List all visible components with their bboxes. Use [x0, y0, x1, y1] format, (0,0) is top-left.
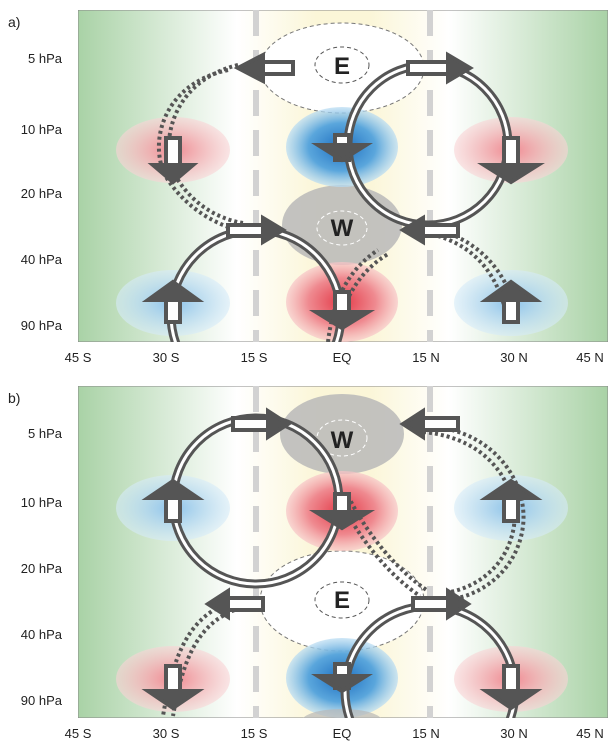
x-tick-15n-b: 15 N [412, 726, 440, 741]
y-label-90hpa: 90 hPa [20, 318, 62, 333]
x-tick-30s-b: 30 S [152, 726, 180, 741]
panel-a-lower-label: W [331, 215, 354, 242]
x-tick-45n-b: 45 N [576, 726, 604, 741]
y-label-90hpa-b: 90 hPa [20, 693, 62, 708]
x-tick-30n-b: 30 N [500, 726, 528, 741]
panel-a-diagram: E W [78, 10, 608, 342]
x-tick-45n: 45 N [576, 350, 604, 365]
panel-a-label: a) [8, 14, 21, 30]
x-tick-30n: 30 N [500, 350, 528, 365]
panel-b-upper-label: W [331, 427, 354, 454]
x-tick-eq: EQ [332, 350, 352, 365]
y-label-5hpa: 5 hPa [28, 51, 62, 66]
y-label-5hpa-b: 5 hPa [28, 426, 62, 441]
panel-a-upper-label: E [334, 53, 350, 80]
y-label-10hpa: 10 hPa [20, 122, 62, 137]
y-label-40hpa-b: 40 hPa [20, 627, 62, 642]
x-tick-30s: 30 S [152, 350, 180, 365]
y-label-20hpa-b: 20 hPa [20, 561, 62, 576]
panel-b-label: b) [8, 390, 21, 406]
x-tick-15s: 15 S [240, 350, 268, 365]
x-tick-15n: 15 N [412, 350, 440, 365]
x-tick-45s-b: 45 S [64, 726, 92, 741]
panel-b-lower-label: E [334, 587, 350, 614]
x-tick-eq-b: EQ [332, 726, 352, 741]
x-tick-15s-b: 15 S [240, 726, 268, 741]
y-label-40hpa: 40 hPa [20, 252, 62, 267]
y-label-10hpa-b: 10 hPa [20, 495, 62, 510]
y-label-20hpa: 20 hPa [20, 186, 62, 201]
panel-b-diagram: W E [78, 386, 608, 718]
x-tick-45s: 45 S [64, 350, 92, 365]
